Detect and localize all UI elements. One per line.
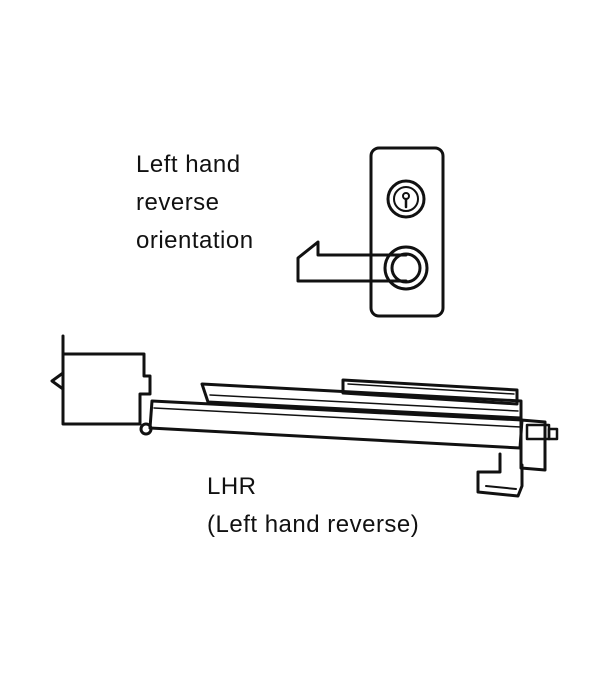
lever-handle-icon [296, 240, 429, 291]
escutcheon-plate [369, 146, 445, 318]
key-cylinder-icon [386, 179, 426, 219]
plan-view [50, 334, 559, 498]
orientation-label-line-1: Left hand [136, 151, 241, 178]
orientation-label: Left hand reverse orientation [136, 146, 254, 260]
orientation-label-line-3: orientation [136, 227, 254, 254]
orientation-label-line-2: reverse [136, 189, 220, 216]
wall-frame [50, 334, 152, 426]
handing-code: LHR [207, 473, 257, 500]
handing-description: (Left hand reverse) [207, 511, 420, 538]
plan-lever [476, 452, 524, 498]
latch-bolt [519, 418, 559, 472]
lock-chassis [200, 378, 523, 420]
handing-label: LHR (Left hand reverse) [207, 468, 419, 544]
front-elevation [296, 146, 445, 318]
